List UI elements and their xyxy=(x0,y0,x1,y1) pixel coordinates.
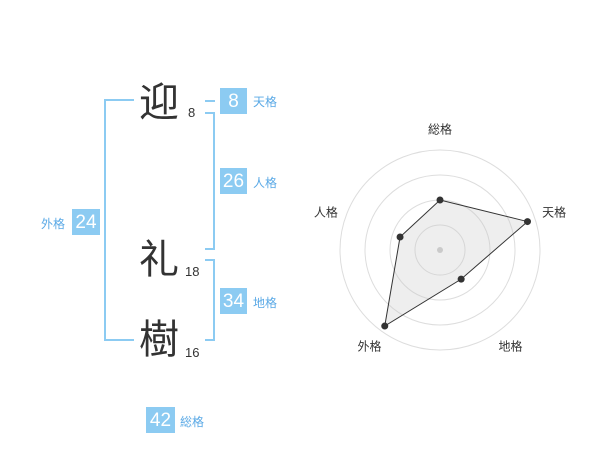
jinkaku-badge: 26 xyxy=(220,168,247,194)
name-char-3: 樹 xyxy=(139,317,179,363)
name-char-2-strokes: 18 xyxy=(185,264,200,279)
tenkaku-label: 天格 xyxy=(253,95,278,109)
name-char-3-strokes: 16 xyxy=(185,345,200,360)
tenkaku-tick xyxy=(205,100,215,102)
gaikaku-label: 外格 xyxy=(41,217,66,231)
radar-center xyxy=(437,247,443,253)
radar-axis-label-5: 人格 xyxy=(314,204,338,219)
gaikaku-bracket xyxy=(104,99,134,341)
radar-ring-4 xyxy=(339,149,541,351)
radar-point-1 xyxy=(436,196,444,204)
name-char-1-strokes: 8 xyxy=(188,105,196,120)
radar-axis-label-1: 総格 xyxy=(428,122,452,137)
radar-series-polygon xyxy=(384,199,529,328)
radar-ring-3 xyxy=(364,174,516,326)
chikaku-label: 地格 xyxy=(253,296,278,310)
radar-point-3 xyxy=(457,275,465,283)
gaikaku-badge: 24 xyxy=(72,209,100,235)
name-char-2: 礼 xyxy=(139,237,179,283)
soukaku-label: 総格 xyxy=(180,415,205,429)
name-char-1: 迎 xyxy=(139,80,179,126)
radar-axis-label-4: 外格 xyxy=(357,339,381,354)
radar-ring-1 xyxy=(414,224,466,276)
radar-point-2 xyxy=(523,218,531,226)
radar-point-4 xyxy=(381,322,389,330)
radar-point-5 xyxy=(396,233,404,241)
chikaku-badge: 34 xyxy=(220,288,247,314)
jinkaku-label: 人格 xyxy=(253,176,278,190)
chikaku-bracket xyxy=(205,259,215,341)
radar-axis-label-3: 地格 xyxy=(499,339,523,354)
soukaku-badge: 42 xyxy=(146,407,175,433)
jinkaku-bracket xyxy=(205,112,215,250)
tenkaku-badge: 8 xyxy=(220,88,247,114)
radar-axis-label-2: 天格 xyxy=(542,204,566,219)
